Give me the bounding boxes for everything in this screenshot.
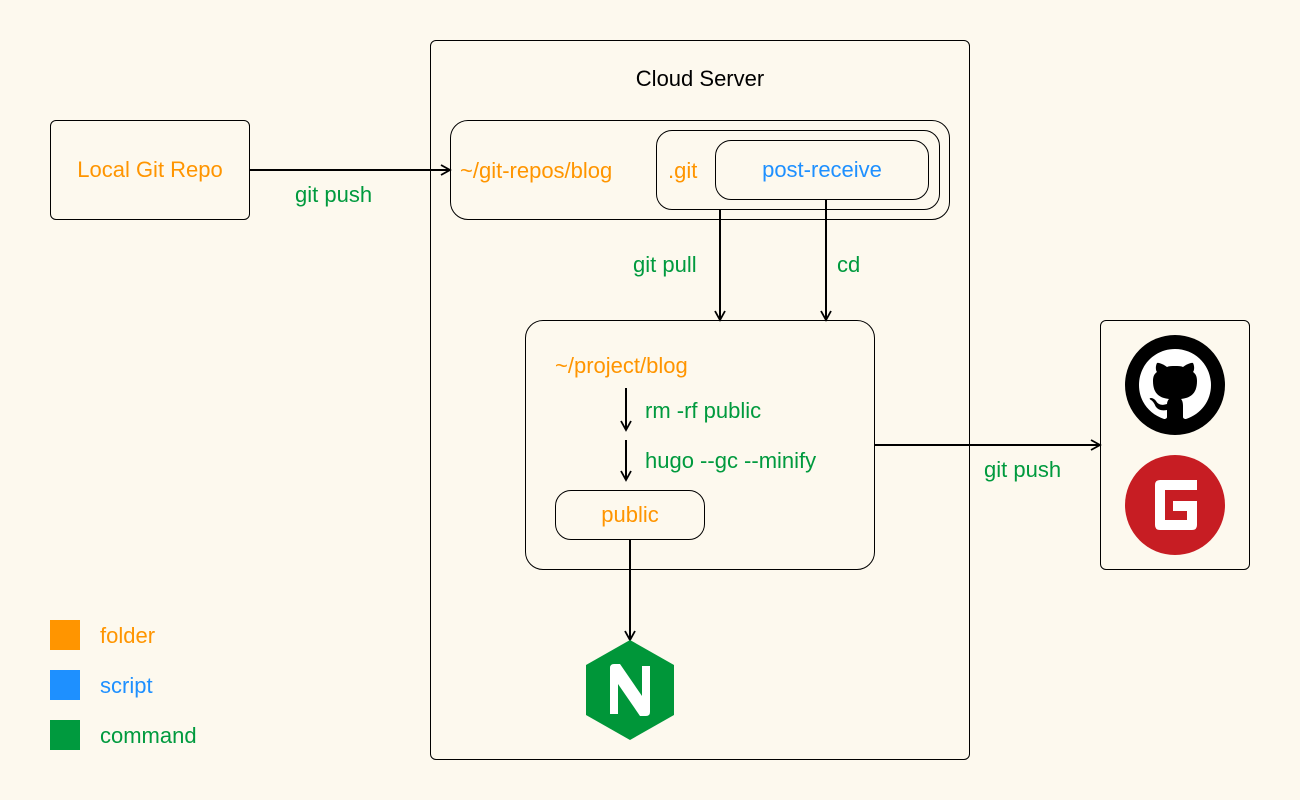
project-path-label: ~/project/blog <box>555 353 688 378</box>
legend-label-command: command <box>100 723 197 748</box>
legend-swatch-command <box>50 720 80 750</box>
project-box <box>525 320 875 570</box>
rm-command-label: rm -rf public <box>645 398 762 423</box>
remote-git-push-label: git push <box>984 457 1062 482</box>
post-receive-label: post-receive <box>762 157 882 182</box>
cd-label: cd <box>837 252 861 277</box>
post-receive-box: post-receive <box>715 140 929 200</box>
git-pull-label: git pull <box>633 252 697 277</box>
git-repos-path-label: ~/git-repos/blog <box>460 158 613 183</box>
public-folder-box: public <box>555 490 705 540</box>
local-git-repo-label: Local Git Repo <box>77 157 223 182</box>
legend-swatch-folder <box>50 620 80 650</box>
local-git-repo-box: Local Git Repo <box>50 120 250 220</box>
git-dir-label: .git <box>668 158 698 183</box>
legend-label-script: script <box>100 673 153 698</box>
git-dir-box <box>656 130 940 210</box>
nginx-icon <box>586 640 674 740</box>
cloud-server-box <box>430 40 970 760</box>
hugo-command-label: hugo --gc --minify <box>645 448 817 473</box>
cloud-server-title: Cloud Server <box>635 66 765 91</box>
legend-label-folder: folder <box>100 623 156 648</box>
local-git-push-label: git push <box>295 182 373 207</box>
github-icon <box>1125 335 1225 435</box>
public-folder-label: public <box>601 502 659 527</box>
gitee-icon <box>1125 455 1225 555</box>
legend-swatch-script <box>50 670 80 700</box>
